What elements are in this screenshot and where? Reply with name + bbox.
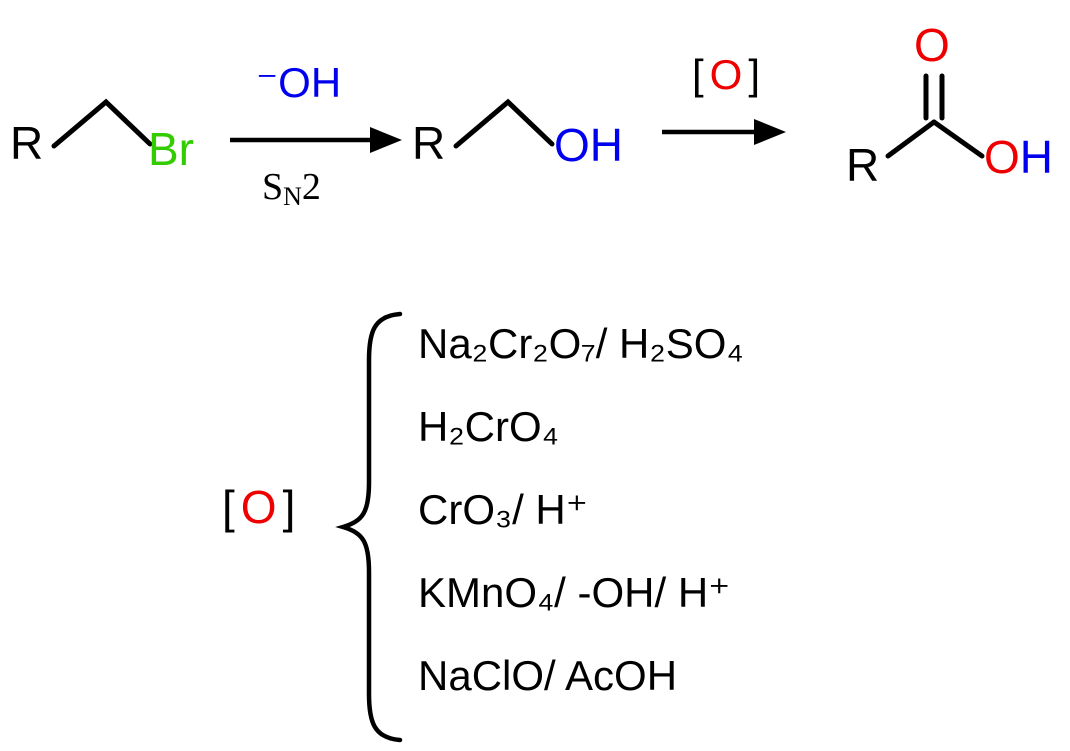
oxidant-o: O — [709, 51, 743, 98]
oxidant-items: Na₂Cr₂O₇/ H₂SO₄ H₂CrO₄ CrO₃/ H⁺ KMnO₄/ -… — [418, 318, 744, 702]
sn2-two: 2 — [301, 166, 321, 208]
bracket-close: ] — [282, 481, 296, 533]
sn2-s: S — [262, 166, 284, 208]
alcohol-oh-label: OH — [554, 119, 623, 171]
alkyl-bond-alcohol — [453, 98, 555, 149]
oxidant-item: Na₂Cr₂O₇/ H₂SO₄ — [418, 320, 744, 367]
oxidant-brace — [335, 311, 403, 743]
oxidant-o: O — [240, 481, 277, 533]
sn2-mechanism-label: SN2 — [262, 168, 321, 210]
acid-hydroxyl-o: O — [984, 131, 1020, 183]
reactant-r-label: R — [10, 117, 44, 169]
bracket-open: [ — [692, 51, 704, 98]
hydroxide-reagent-label: ⁻OH — [256, 59, 342, 106]
alkyl-bond-reactant — [51, 98, 153, 149]
oxidant-item: CrO₃/ H⁺ — [418, 486, 588, 533]
alcohol-r-label: R — [412, 117, 446, 169]
carbonyl-oxygen-label: O — [914, 19, 950, 71]
acid-hydroxyl-label: OH — [984, 134, 1053, 180]
step2-arrowhead — [754, 119, 786, 145]
oxidation-symbol-list: [O] — [222, 484, 295, 530]
bracket-close: ] — [748, 51, 761, 98]
oxidant-item: KMnO₄/ -OH/ H⁺ — [418, 569, 731, 616]
sn2-subscript-n: N — [283, 182, 302, 211]
oxidant-item: H₂CrO₄ — [418, 403, 559, 450]
bromine-label: Br — [148, 123, 194, 175]
acid-r-label: R — [846, 139, 880, 191]
acid-hydroxyl-h: H — [1019, 131, 1054, 183]
step1-arrowhead — [370, 127, 402, 153]
acid-bond-right — [931, 119, 985, 159]
acid-bond-left — [885, 119, 937, 159]
oxidant-item: NaClO/ AcOH — [418, 652, 678, 699]
oxidation-symbol-arrow: [O] — [692, 54, 760, 96]
bracket-open: [ — [222, 481, 235, 533]
